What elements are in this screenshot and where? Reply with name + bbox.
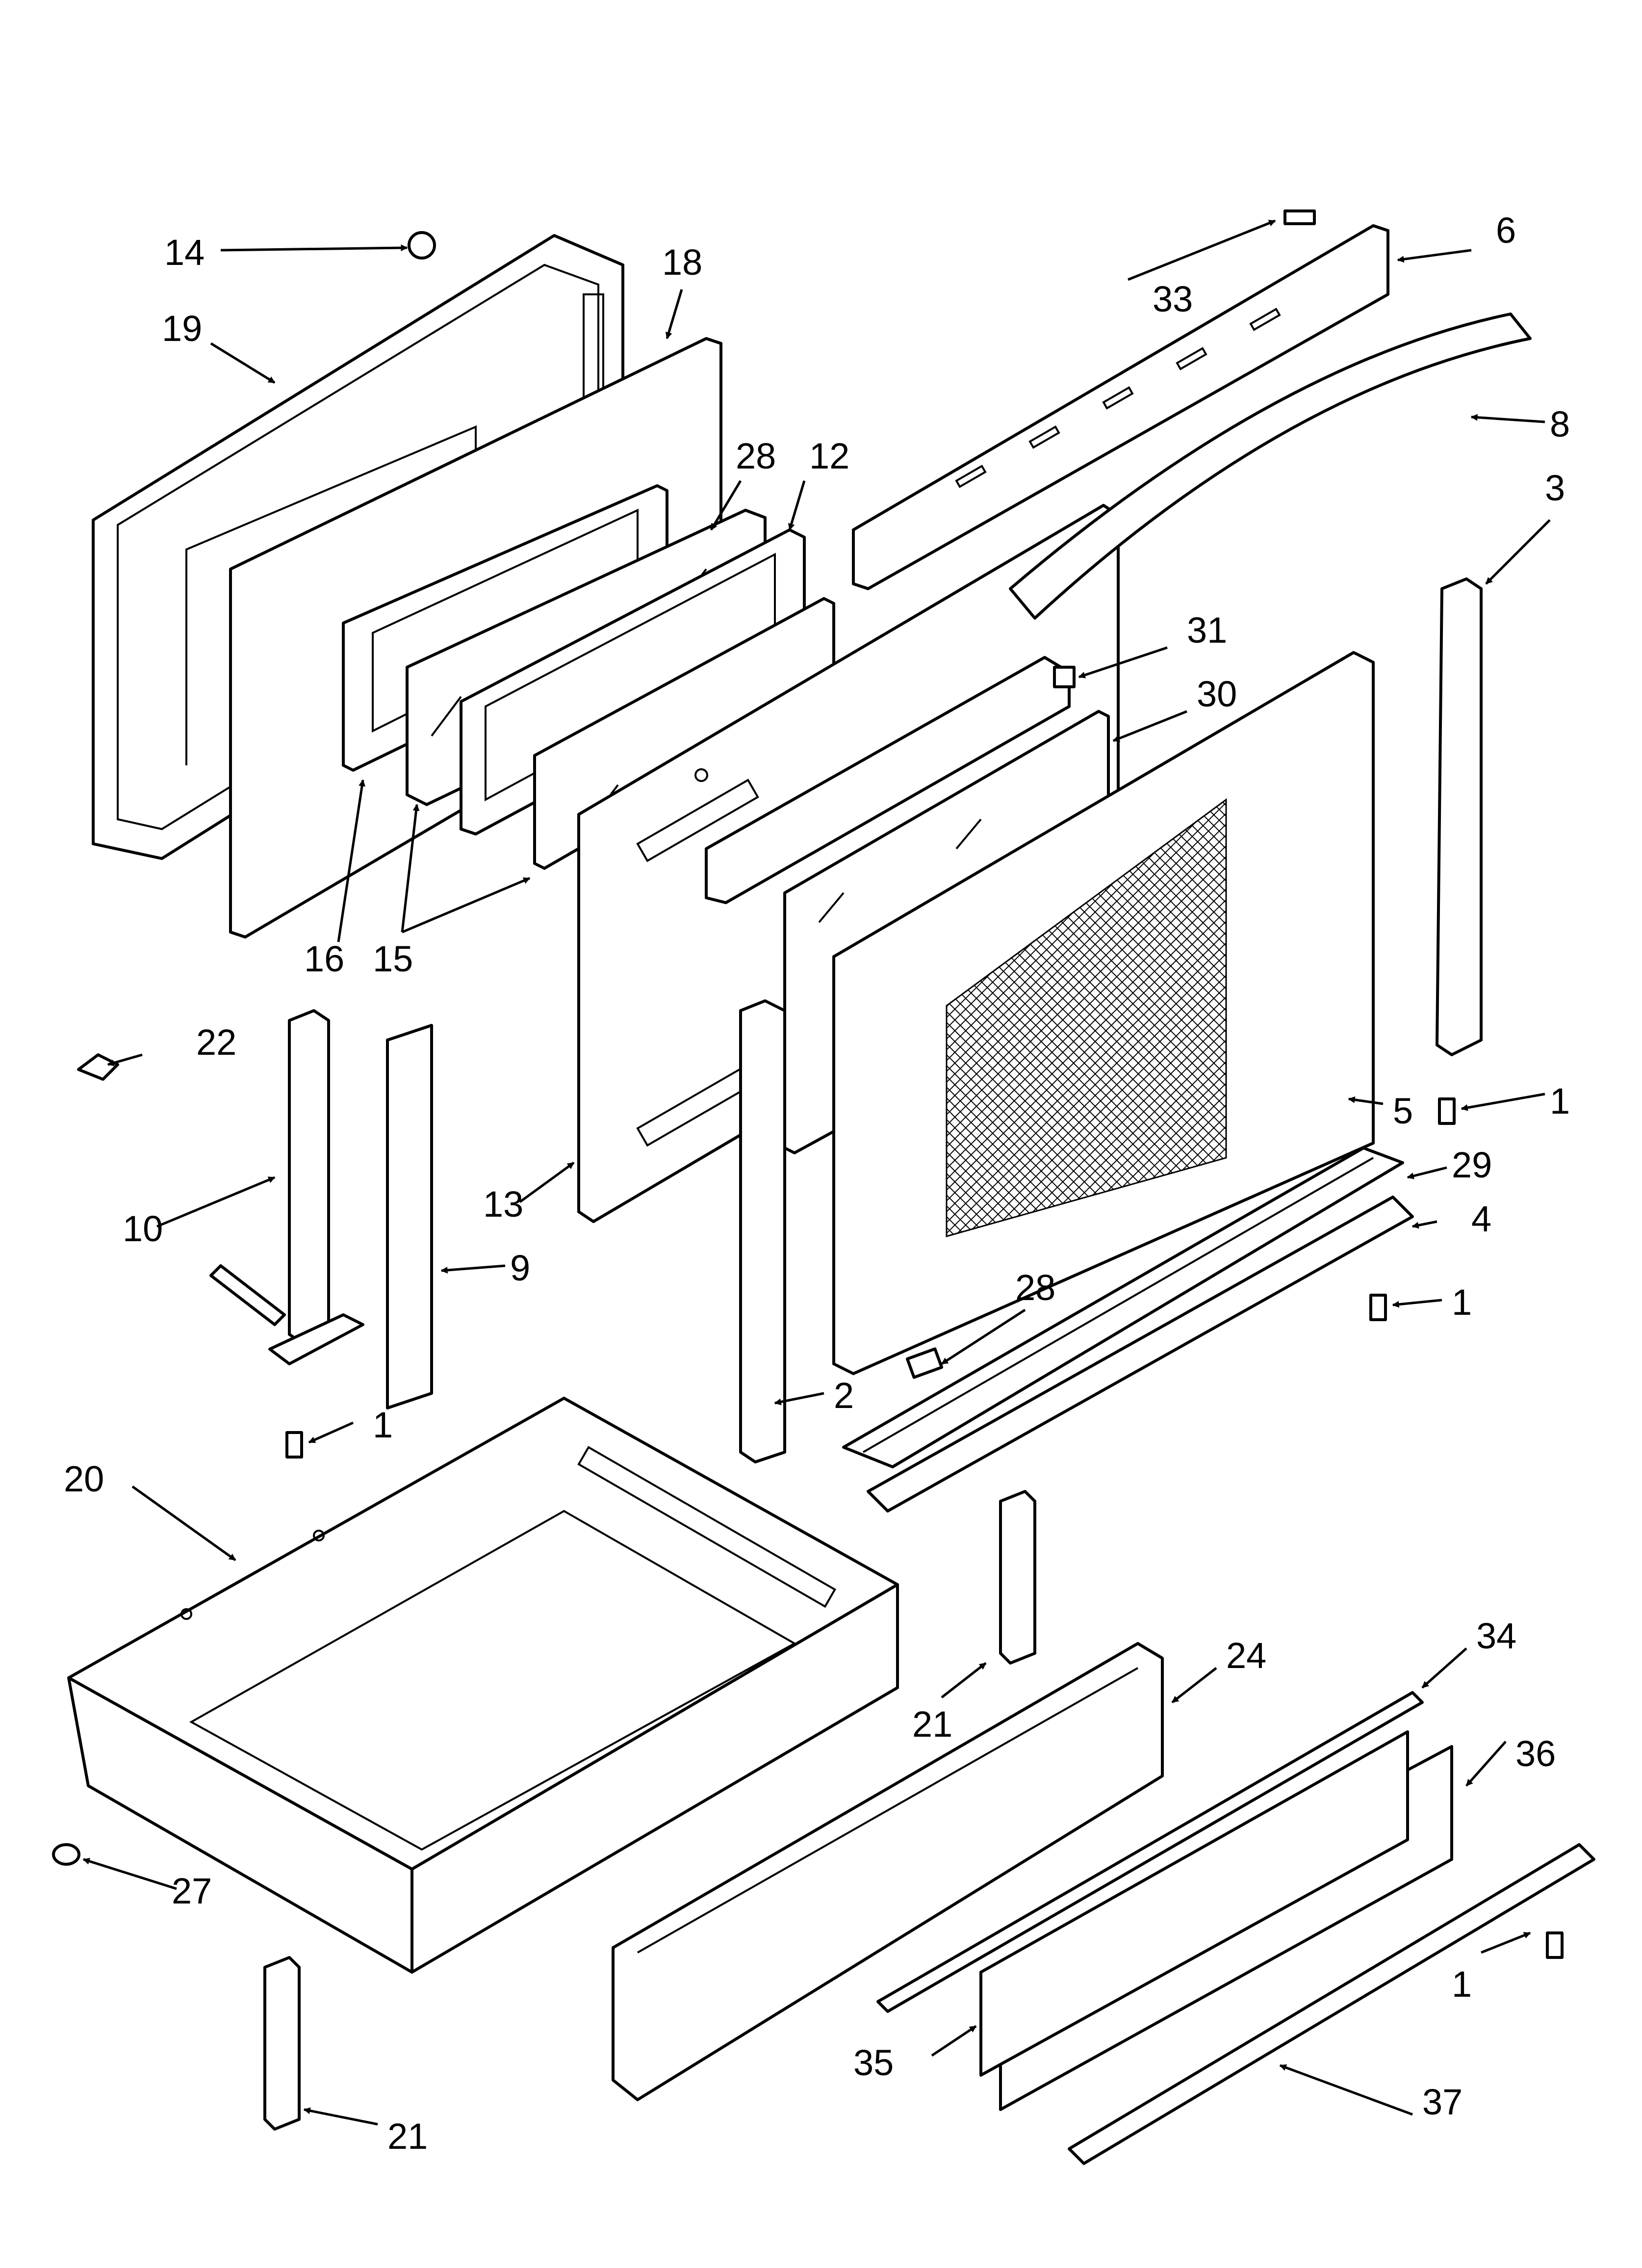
- callout-21-lower: 21: [387, 2116, 428, 2157]
- callout-37: 37: [1422, 2082, 1462, 2122]
- hinge-bracket-part-29: [842, 1147, 1404, 1468]
- callout-1-bottom: 1: [1452, 1964, 1472, 2005]
- callout-2: 2: [834, 1375, 854, 1416]
- callout-5: 5: [1393, 1091, 1413, 1131]
- screw-part-1-b: [1438, 1097, 1456, 1125]
- drawer-rail-part-21-b: [263, 1956, 301, 2131]
- screw-part-1-a: [285, 1431, 303, 1459]
- callout-1-mid: 1: [1452, 1282, 1472, 1323]
- callout-29: 29: [1452, 1145, 1492, 1185]
- door-hinge-slot-part-2: [739, 999, 786, 1463]
- callout-15: 15: [373, 938, 413, 979]
- callout-24: 24: [1226, 1635, 1266, 1676]
- callout-8: 8: [1550, 404, 1570, 444]
- callout-14: 14: [164, 232, 205, 273]
- callout-1-left: 1: [373, 1405, 393, 1445]
- callout-leaders: [82, 219, 1551, 2126]
- clip-part-28: [906, 1347, 944, 1379]
- filler-trim-part-9: [386, 1024, 433, 1409]
- callout-31: 31: [1187, 610, 1227, 651]
- screw-part-1-c: [1369, 1294, 1387, 1321]
- door-handle-part-8: [1009, 313, 1532, 620]
- bumper-part-27: [52, 1843, 80, 1866]
- callout-9: 9: [510, 1248, 530, 1288]
- callout-21-upper: 21: [912, 1704, 952, 1745]
- callout-18: 18: [662, 242, 702, 283]
- callout-labels: 14 19 18 28 12 16 15 33 6 8 3 31 30 22 1…: [64, 210, 1570, 2157]
- clip-part-22: [77, 1053, 119, 1081]
- callout-36: 36: [1515, 1733, 1556, 1774]
- screw-part-14: [408, 231, 436, 260]
- drawer-rail-part-21-a: [999, 1490, 1036, 1665]
- bottom-trim-part-37: [1068, 1843, 1595, 2165]
- callout-33: 33: [1153, 279, 1193, 319]
- door-hinge-slot-part-3: [1436, 577, 1483, 1056]
- outer-door-glass-part-5: [832, 651, 1375, 1375]
- callout-4: 4: [1471, 1199, 1491, 1239]
- callout-1-right-upper: 1: [1550, 1081, 1570, 1121]
- callout-16: 16: [304, 938, 344, 979]
- drawer-panel-part-35: [979, 1730, 1409, 2077]
- callout-12: 12: [809, 436, 849, 476]
- callout-10: 10: [123, 1208, 163, 1249]
- screw-part-1-d: [1546, 1931, 1564, 1959]
- callout-6: 6: [1496, 210, 1516, 251]
- callout-22: 22: [196, 1022, 236, 1063]
- drawer-front-part-24: [612, 1642, 1164, 2101]
- callout-19: 19: [162, 308, 202, 349]
- callout-3: 3: [1545, 468, 1565, 508]
- screw-part-33: [1283, 209, 1316, 225]
- trim-strip-part-34: [876, 1691, 1424, 2013]
- callout-28-top: 28: [736, 436, 776, 476]
- callout-20: 20: [64, 1459, 104, 1499]
- hinge-bracket-part-4: [867, 1196, 1414, 1512]
- storage-drawer-part-20: [67, 1397, 899, 1974]
- callout-34: 34: [1476, 1616, 1516, 1656]
- callout-35: 35: [853, 2042, 894, 2083]
- callout-30: 30: [1197, 674, 1237, 714]
- callout-28-lower: 28: [1015, 1267, 1055, 1308]
- door-baffle-part-30: [705, 656, 1071, 904]
- callout-27: 27: [172, 1871, 212, 1911]
- callout-13: 13: [483, 1184, 523, 1225]
- vent-trim-part-6: [852, 224, 1389, 590]
- clip-part-31: [1053, 666, 1076, 688]
- side-bracket-part-10: [209, 1009, 364, 1365]
